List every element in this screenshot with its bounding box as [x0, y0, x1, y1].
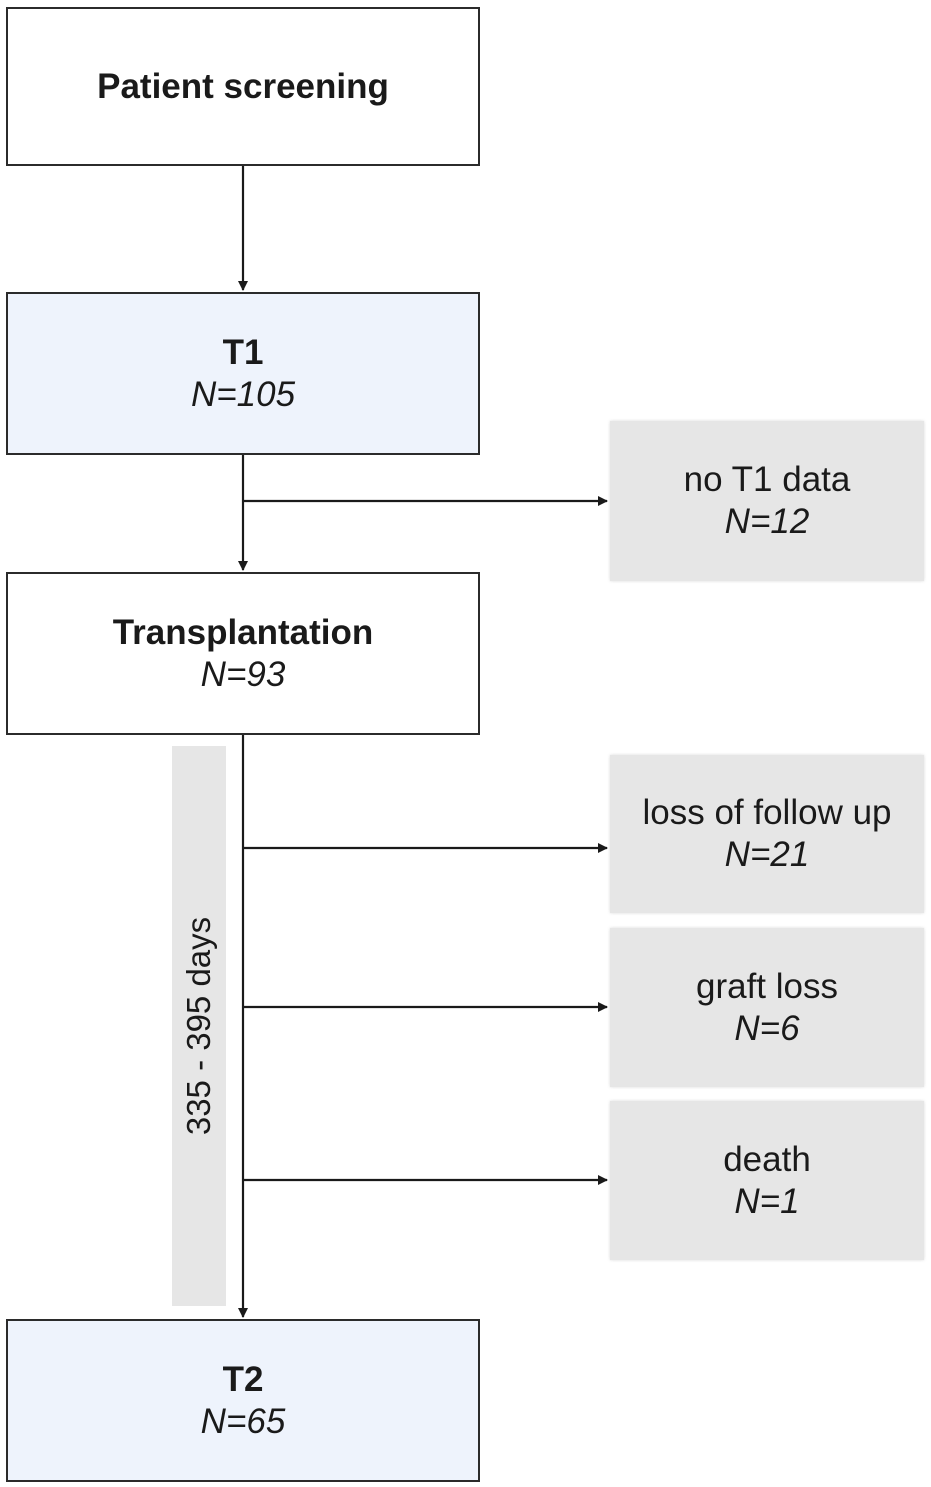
exclusion-count: N=12: [724, 502, 810, 541]
t1-box: T1 N=105: [6, 292, 480, 455]
exclusion-death-box: death N=1: [610, 1101, 924, 1260]
t1-title: T1: [222, 332, 264, 372]
transplantation-title: Transplantation: [112, 612, 374, 652]
exclusion-label: graft loss: [696, 966, 838, 1006]
t2-title: T2: [222, 1359, 264, 1399]
t2-box: T2 N=65: [6, 1319, 480, 1482]
exclusion-label: loss of follow up: [642, 793, 892, 832]
transplantation-box: Transplantation N=93: [6, 572, 480, 735]
follow-up-period-bar: [172, 746, 226, 1306]
exclusion-label: death: [723, 1139, 811, 1179]
exclusion-count: N=6: [734, 1008, 800, 1048]
exclusion-loss-of-follow-up-box: loss of follow up N=21: [610, 755, 924, 913]
exclusion-graft-loss-box: graft loss N=6: [610, 928, 924, 1087]
patient-screening-box: Patient screening: [6, 7, 480, 166]
exclusion-count: N=21: [724, 835, 810, 874]
patient-screening-title: Patient screening: [97, 66, 389, 106]
t1-count: N=105: [190, 374, 296, 414]
transplantation-count: N=93: [200, 654, 286, 694]
exclusion-no-t1-data-box: no T1 data N=12: [610, 421, 924, 581]
exclusion-label: no T1 data: [683, 460, 851, 499]
t2-count: N=65: [200, 1401, 286, 1441]
exclusion-count: N=1: [734, 1181, 800, 1221]
